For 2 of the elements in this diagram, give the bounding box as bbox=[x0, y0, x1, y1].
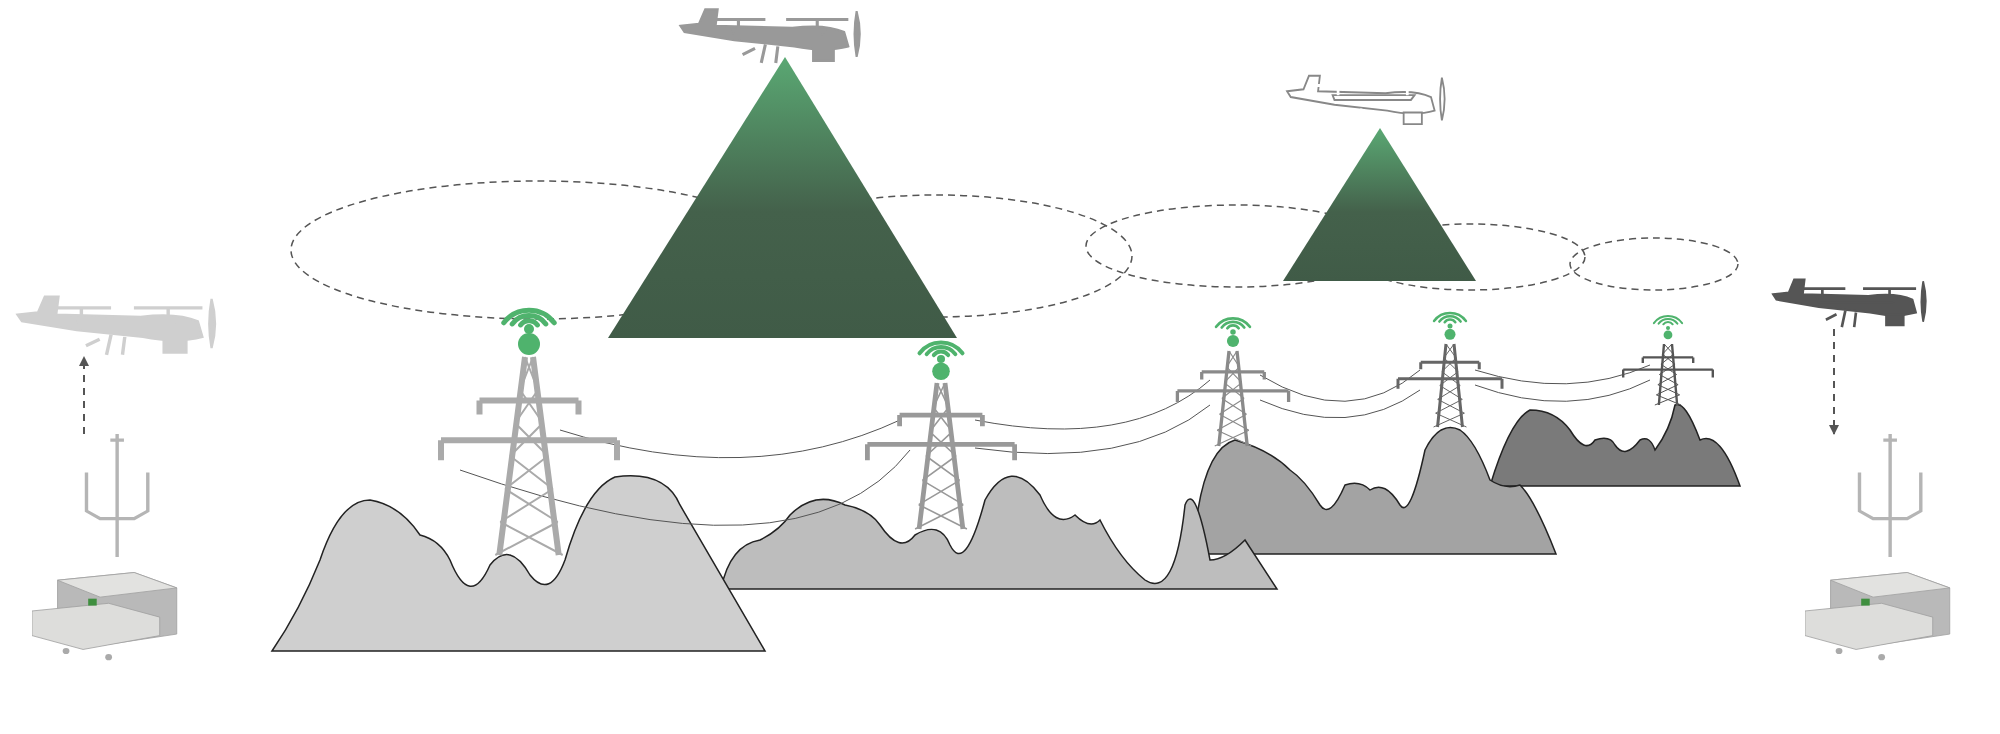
arrow bbox=[1829, 328, 1839, 435]
arrow bbox=[79, 356, 89, 435]
